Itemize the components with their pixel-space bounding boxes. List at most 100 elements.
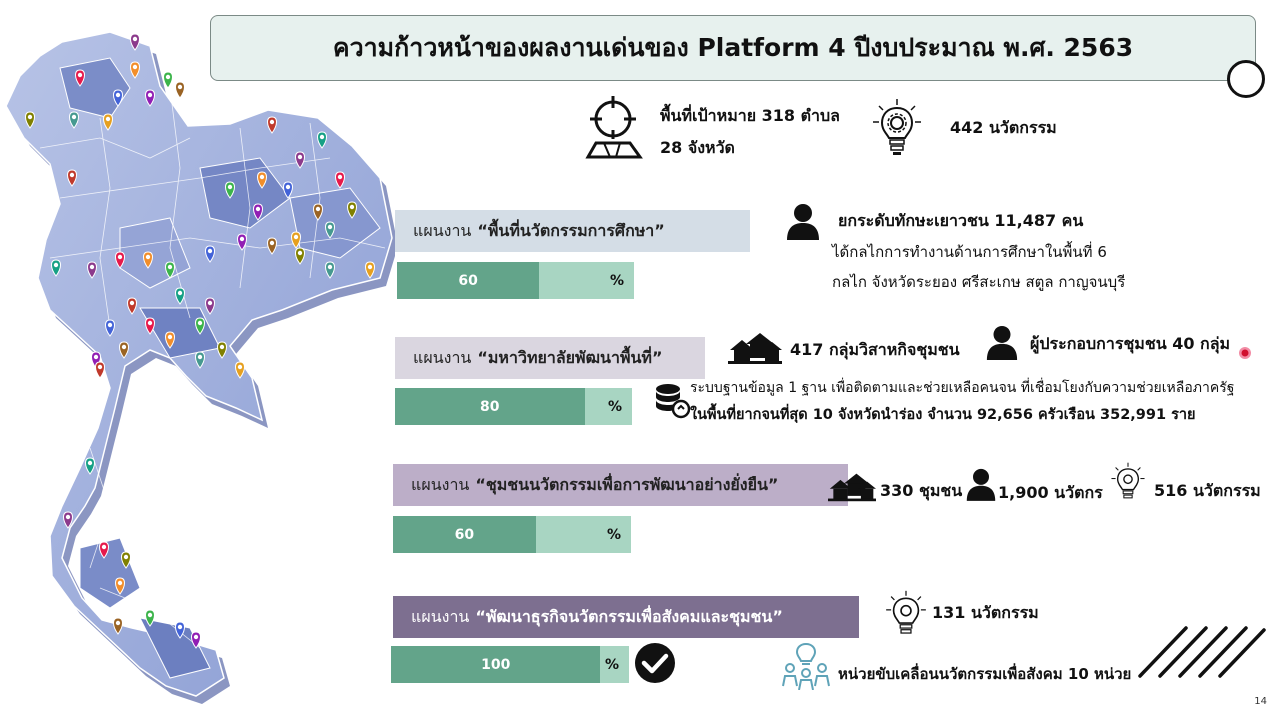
map-pin-icon: [113, 89, 123, 107]
plan-3-progress-fill: 60: [393, 516, 536, 553]
map-pin-dot: [349, 204, 355, 210]
map-pin-dot: [132, 64, 138, 70]
plan-3-innovations-text: 516 นวัตกรรม: [1154, 481, 1261, 500]
plan-2-label: แผนงาน “มหาวิทยาลัยพัฒนาพื้นที่”: [395, 337, 705, 379]
map-pin-dot: [129, 300, 135, 306]
plan-2-name: “มหาวิทยาลัยพัฒนาพื้นที่”: [477, 347, 663, 367]
map-pin-icon: [205, 245, 215, 263]
map-pin-icon: [195, 317, 205, 335]
page-number: 14: [1254, 696, 1267, 707]
map-pin-dot: [227, 184, 233, 190]
map-pin-dot: [337, 174, 343, 180]
plan-3-percent-sign: %: [606, 526, 621, 543]
thailand-map: [0, 28, 398, 708]
target-location-icon: [582, 93, 644, 159]
map-pin-icon: [295, 247, 305, 265]
map-pin-dot: [293, 234, 299, 240]
community-houses-icon: [828, 472, 876, 502]
plan-3-innovators-text: 1,900 นวัตกร: [998, 483, 1103, 502]
map-pin-icon: [121, 551, 131, 569]
plan-1-name: “พื้นที่นวัตกรรมการศึกษา”: [477, 220, 665, 240]
map-pin-dot: [297, 154, 303, 160]
map-pin-icon: [257, 171, 267, 189]
map-pin-icon: [295, 151, 305, 169]
map-pin-dot: [327, 264, 333, 270]
map-pin-icon: [335, 171, 345, 189]
map-pin-icon: [237, 233, 247, 251]
map-pin-dot: [71, 114, 77, 120]
map-pin-icon: [267, 237, 277, 255]
map-pin-icon: [175, 621, 185, 639]
plan-4-units-text: หน่วยขับเคลื่อนนวัตกรรมเพื่อสังคม 10 หน่…: [838, 665, 1132, 683]
circle-icon: [1227, 60, 1265, 98]
plan-1-mechanism-text: ได้กลไกการทำงานด้านการศึกษาในพื้นที่ 6: [832, 243, 1107, 261]
plan-3-progress-value: 60: [454, 526, 475, 543]
map-pin-icon: [143, 251, 153, 269]
plan-1-progress-bar: 60 %: [397, 262, 634, 299]
summary-innovations-text: 442 นวัตกรรม: [950, 118, 1057, 137]
map-pin-dot: [69, 172, 75, 178]
plan-4-name: “พัฒนาธุรกิจนวัตกรรมเพื่อสังคมและชุมชน”: [475, 606, 783, 626]
map-pin-dot: [147, 92, 153, 98]
map-pin-dot: [197, 354, 203, 360]
map-pin-dot: [207, 300, 213, 306]
target-area-text: พื้นที่เป้าหมาย 318 ตำบล: [660, 106, 840, 125]
plan-4-progress-bar: 100 %: [391, 646, 629, 683]
map-pin-icon: [63, 511, 73, 529]
map-pin-icon: [165, 331, 175, 349]
map-pin-icon: [205, 297, 215, 315]
map-pin-dot: [65, 514, 71, 520]
map-pin-icon: [313, 203, 323, 221]
map-pin-dot: [315, 206, 321, 212]
map-pin-dot: [319, 134, 325, 140]
map-pin-dot: [193, 634, 199, 640]
map-pin-icon: [115, 577, 125, 595]
map-pin-dot: [89, 264, 95, 270]
map-pin-icon: [119, 341, 129, 359]
map-pin-icon: [99, 541, 109, 559]
plan-1-percent-sign: %: [609, 272, 624, 289]
map-pin-dot: [177, 624, 183, 630]
map-pin-dot: [115, 92, 121, 98]
map-pin-dot: [132, 36, 138, 42]
map-pin-dot: [177, 290, 183, 296]
plan-1-youth-text: ยกระดับทักษะเยาวชน 11,487 คน: [838, 211, 1084, 230]
plan-3-label: แผนงาน “ชุมชนนวัตกรรมเพื่อการพัฒนาอย่างย…: [393, 464, 848, 506]
map-pin-icon: [69, 111, 79, 129]
map-pin-dot: [219, 344, 225, 350]
plan-2-progress-value: 80: [480, 398, 500, 415]
map-pin-icon: [67, 169, 77, 187]
plan-2-prefix: แผนงาน: [413, 347, 472, 367]
map-pin-icon: [130, 33, 140, 51]
map-pin-icon: [175, 287, 185, 305]
map-pin-icon: [225, 181, 235, 199]
plan-2-percent-sign: %: [607, 398, 622, 415]
map-pin-dot: [105, 116, 111, 122]
map-pin-icon: [145, 89, 155, 107]
map-pin-icon: [95, 361, 105, 379]
plan-3-communities-text: 330 ชุมชน: [880, 481, 963, 500]
operator-person-icon: [985, 324, 1019, 360]
provinces-text: 28 จังหวัด: [660, 138, 735, 157]
map-pin-icon: [145, 317, 155, 335]
map-pin-icon: [291, 231, 301, 249]
plan-3-progress-bar: 60 %: [393, 516, 631, 553]
map-pin-dot: [269, 240, 275, 246]
map-pin-icon: [87, 261, 97, 279]
map-pin-icon: [127, 297, 137, 315]
map-pin-dot: [87, 460, 93, 466]
map-pin-icon: [195, 351, 205, 369]
map-pins: [25, 33, 375, 649]
map-pin-icon: [365, 261, 375, 279]
map-pin-dot: [115, 620, 121, 626]
map-pin-dot: [117, 580, 123, 586]
map-pin-dot: [117, 254, 123, 260]
map-pin-dot: [239, 236, 245, 242]
map-pin-dot: [121, 344, 127, 350]
map-pin-dot: [145, 254, 151, 260]
database-icon: [654, 383, 691, 419]
map-pin-icon: [51, 259, 61, 277]
plan-4-innovations-text: 131 นวัตกรรม: [932, 603, 1039, 622]
lightbulb-gear-icon: [1110, 462, 1146, 502]
plan-4-prefix: แผนงาน: [411, 606, 470, 626]
